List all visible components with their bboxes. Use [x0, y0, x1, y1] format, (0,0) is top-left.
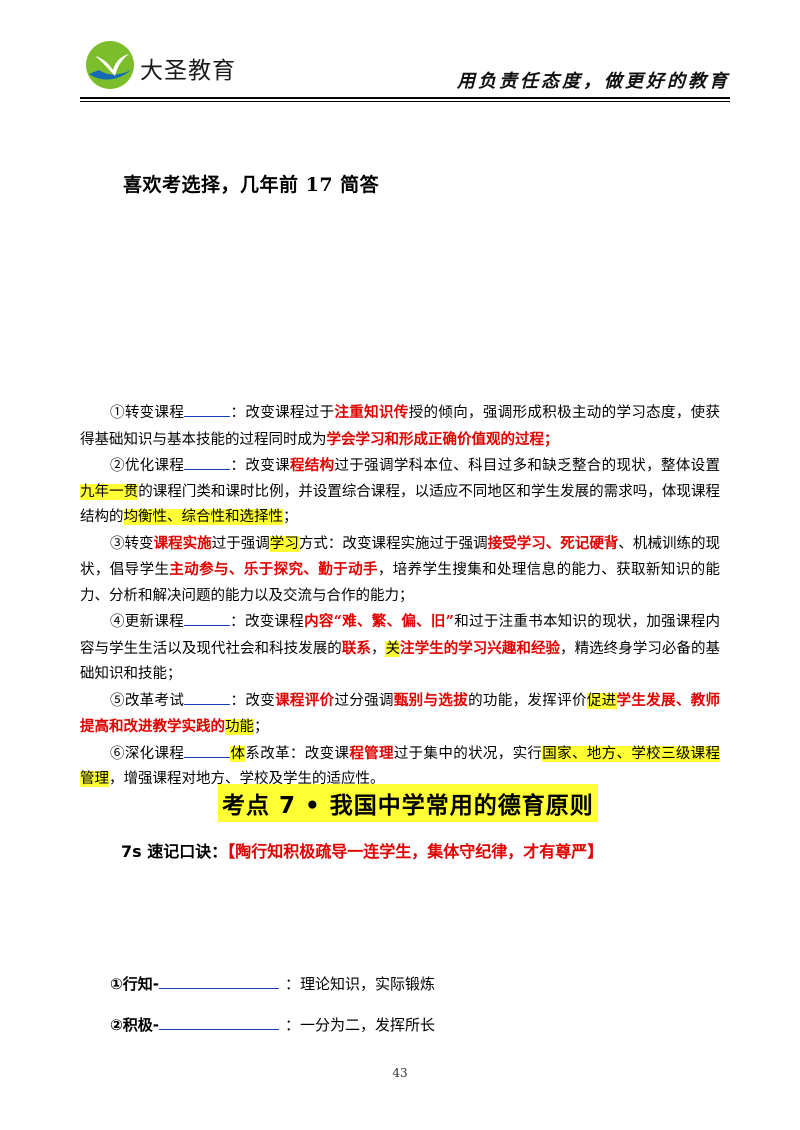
reform-points: ①转变课程 ：改变课程过于注重知识传授的倾向，强调形成积极主动的学习态度，使获得基…: [80, 400, 720, 793]
paragraph-text: ，: [370, 640, 386, 657]
reform-paragraph: ⑤改革考试 ：改变课程评价过分强调甄别与选拔的功能，发挥评价促进学生发展、教师提高…: [80, 688, 720, 741]
key-phrase: 主动参与、乐于探究、勤于动手: [169, 561, 378, 578]
key-phrase: 程结构: [289, 457, 335, 474]
highlighted-text: 九年一贯: [80, 483, 139, 500]
header-slogan: 用负责任态度，做更好的教育: [457, 71, 730, 92]
reform-paragraph: ③转变课程实施过于强调学习方式：改变课程实施过于强调接受学习、死记硬背、机械训练…: [80, 531, 720, 610]
paragraph-text: ；: [254, 719, 269, 735]
paragraph-text: ，培养学生搜集和处理信息的能力、获取新知识的能力、分析和解决问题的能力以及交流与…: [80, 562, 721, 604]
swallow-bird-logo-icon: [86, 41, 134, 89]
header-rule: [80, 97, 730, 99]
brand-name: 大圣教育: [140, 58, 236, 84]
paragraph-text: 和过于注重书本知识的现状，加强课程内容与学生生活以及现代社会和科技发展的: [80, 614, 721, 657]
paragraph-text: ：改变: [230, 692, 276, 709]
fill-blank: [184, 402, 231, 417]
paragraph-text: 方式：改变课程实施过于强调: [298, 535, 488, 552]
principle-item: ①行知- ：理论知识，实际锻炼: [110, 973, 435, 994]
paragraph-text: ；: [283, 509, 298, 525]
key-phrase: 课程评价: [275, 691, 335, 709]
fill-blank: [184, 743, 231, 758]
paragraph-text: ，精选终身学习必备的基础知识和技能；: [80, 640, 721, 683]
highlighted-text: 学习: [269, 535, 299, 552]
mnemonic: 7s 速记口诀：【陶行知积极疏导一连学生，集体守纪律，才有尊严】: [121, 838, 603, 862]
key-phrase: 注学生的学习兴趣和经验: [400, 639, 561, 657]
reform-paragraph: ④更新课程 ：改变课程内容“难、繁、偏、旧”和过于注重书本知识的现状，加强课程内容…: [80, 609, 720, 688]
paragraph-text: ①转变课程: [110, 405, 185, 421]
key-phrase: 课程实施: [153, 534, 212, 552]
highlighted-text: 均衡性、综合性和选择性: [123, 509, 283, 525]
reform-paragraph: ⑥深化课程体系改革：改变课程管理过于集中的状况，实行国家、地方、学校三级课程管理…: [80, 741, 721, 793]
highlighted-text: 促进: [586, 692, 617, 709]
paragraph-text: ：改变课程过于: [230, 405, 335, 421]
key-phrase: 联系: [341, 639, 371, 657]
paragraph-text: 过分强调: [334, 692, 394, 709]
paragraph-text: ④更新课程: [110, 614, 184, 630]
principle-text: ：理论知识，实际锻炼: [284, 975, 435, 993]
principle-key: ①行知-: [110, 975, 159, 993]
paragraph-text: ：改变课程: [229, 614, 305, 630]
paragraph-text: 授的倾向，强调形成积极主动的学习态度，使获得基础知识与基本技能的过程同时成为: [80, 405, 721, 448]
key-phrase: 内容“难、繁、偏、旧”: [304, 613, 455, 630]
page-number: 43: [392, 1066, 408, 1080]
paragraph-text: ③转变: [110, 535, 154, 552]
principle-item: ②积极- ：一分为二，发挥所长: [110, 1014, 435, 1035]
key-phrase: 甄别与选拔: [393, 691, 469, 709]
paragraph-text: ：改变课: [230, 458, 290, 474]
section-title: 考点 7 • 我国中学常用的德育原则: [218, 784, 598, 822]
paragraph-text: ，增强课程对地方、学校及学生的适应性。: [109, 771, 385, 787]
exam-note: 喜欢考选择，几年前 17 简答: [123, 174, 380, 196]
page-header: 大圣教育 用负责任态度，做更好的教育: [80, 40, 730, 96]
key-phrase: 学会学习和形成正确价值观的过程；: [326, 430, 559, 448]
paragraph-text: 过于集中的状况，实行: [393, 745, 543, 762]
paragraph-text: ⑥深化课程: [110, 745, 185, 762]
key-phrase: 学生发展、教师提高和改进教学实践的: [80, 691, 721, 736]
paragraph-text: 过于强调学科本位、科目过多和缺乏整合的现状，整体设置: [334, 458, 721, 474]
key-phrase: 注重知识传: [334, 404, 409, 421]
paragraph-text: 过于强调: [211, 535, 270, 552]
paragraph-text: 系改革：改变课: [245, 745, 350, 762]
reform-paragraph: ②优化课程 ：改变课程结构过于强调学科本位、科目过多和缺乏整合的现状，整体设置九年…: [80, 453, 720, 531]
highlighted-text: 关: [385, 640, 401, 657]
fill-blank: [183, 611, 230, 626]
key-phrase: 接受学习、死记硬背: [487, 534, 619, 552]
principle-key: ②积极-: [110, 1016, 159, 1034]
paragraph-text: ⑤改革考试: [110, 692, 185, 709]
fill-blank: [184, 455, 231, 470]
fill-blank: [184, 690, 231, 705]
mnemonic-label: 7s 速记口诀：: [121, 842, 228, 861]
reform-paragraph: ①转变课程 ：改变课程过于注重知识传授的倾向，强调形成积极主动的学习态度，使获得基…: [80, 400, 720, 453]
fill-blank: [158, 1014, 279, 1030]
paragraph-text: 、机械训练的现状，倡导学生: [80, 535, 721, 579]
paragraph-text: 的课程门类和课时比例，并设置综合课程，以适应不同地区和学生发展的需求吗，体现课程…: [80, 483, 720, 526]
highlighted-text: 体: [230, 745, 246, 762]
key-phrase: 程管理: [349, 744, 394, 762]
paragraph-text: 的功能，发挥评价: [468, 692, 587, 709]
principle-text: ：一分为二，发挥所长: [284, 1016, 435, 1034]
mnemonic-value: 【陶行知积极疏导一连学生，集体守纪律，才有尊严】: [227, 842, 604, 861]
paragraph-text: ②优化课程: [110, 458, 185, 474]
fill-blank: [158, 973, 279, 989]
header-rule-thin: [80, 101, 730, 102]
highlighted-text: 功能: [225, 719, 254, 735]
